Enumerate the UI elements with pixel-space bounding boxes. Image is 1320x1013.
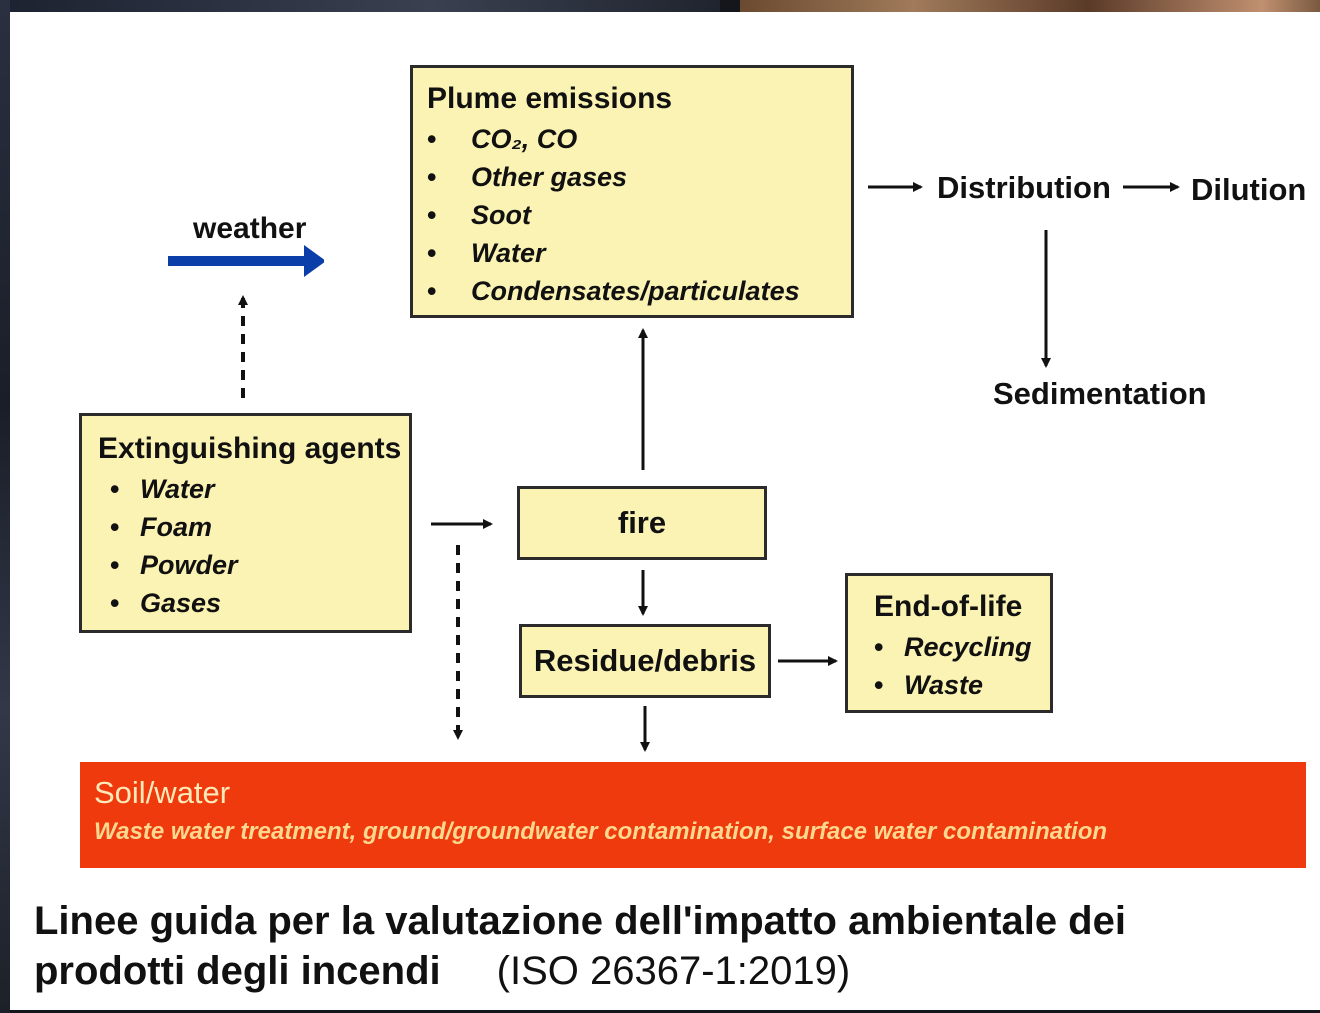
plume-emissions-box: Plume emissions •CO₂, CO •Other gases •S…: [410, 65, 854, 318]
list-item: •Foam: [110, 512, 213, 542]
extinguishing-agents-title: Extinguishing agents: [98, 432, 402, 465]
residue-debris-box: Residue/debris: [519, 624, 771, 698]
residue-debris-label: Residue/debris: [533, 643, 757, 678]
caption-line-2: prodotti degli incendi(ISO 26367-1:2019): [34, 949, 851, 993]
list-item: •Water: [110, 474, 215, 504]
soil-water-title: Soil/water: [94, 775, 231, 810]
extinguishing-agents-box: Extinguishing agents •Water •Foam •Powde…: [79, 413, 412, 633]
list-item: •Water: [427, 238, 546, 268]
list-item: •Soot: [427, 200, 531, 230]
list-item: •CO₂, CO: [427, 124, 578, 154]
list-item: •Other gases: [427, 162, 628, 192]
plume-emissions-list: •CO₂, CO •Other gases •Soot •Water •Cond…: [427, 120, 851, 310]
background-photo-strip-right: [740, 0, 1320, 12]
list-item: •Gases: [110, 588, 222, 618]
plume-emissions-title: Plume emissions: [427, 82, 673, 115]
extinguishing-agents-list: •Water •Foam •Powder •Gases: [98, 470, 409, 622]
fire-label: fire: [617, 505, 667, 540]
background-photo-edge: [0, 0, 10, 1013]
caption: Linee guida per la valutazione dell'impa…: [34, 896, 1294, 996]
sedimentation-label: Sedimentation: [993, 376, 1207, 411]
background-photo-strip: [0, 0, 720, 12]
fire-box: fire: [517, 486, 767, 560]
soil-water-panel: Soil/water Waste water treatment, ground…: [80, 762, 1306, 868]
list-item: •Recycling: [874, 632, 1032, 662]
end-of-life-title: End-of-life: [874, 590, 1023, 623]
caption-line-1: Linee guida per la valutazione dell'impa…: [34, 899, 1126, 943]
weather-label: weather: [193, 212, 307, 245]
caption-reference: (ISO 26367-1:2019): [496, 949, 851, 993]
list-item: •Powder: [110, 550, 238, 580]
list-item: •Waste: [874, 670, 984, 700]
dilution-label: Dilution: [1191, 172, 1307, 207]
distribution-label: Distribution: [937, 170, 1111, 205]
list-item: •Condensates/particulates: [427, 276, 800, 306]
end-of-life-box: End-of-life •Recycling •Waste: [845, 573, 1053, 713]
soil-water-description: Waste water treatment, ground/groundwate…: [94, 818, 1108, 845]
end-of-life-list: •Recycling •Waste: [874, 628, 1050, 704]
